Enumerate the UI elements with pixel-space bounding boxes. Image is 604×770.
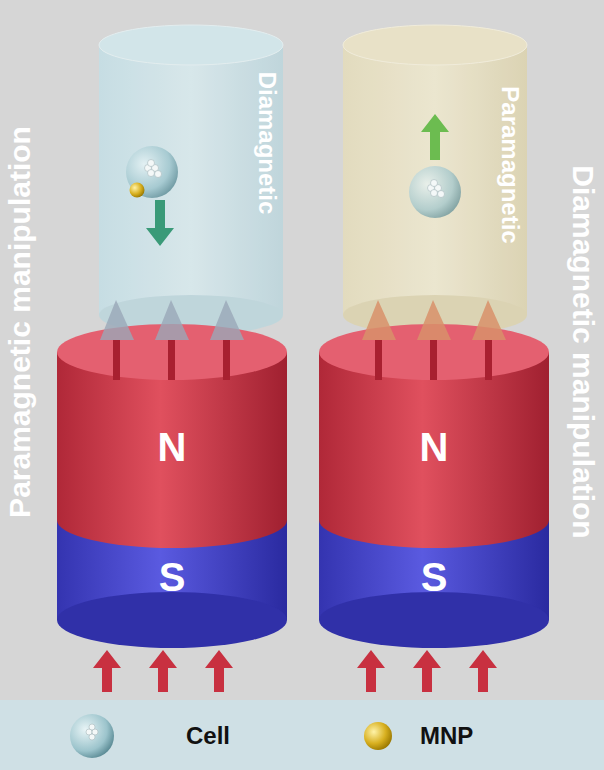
legend-text: MNP bbox=[420, 722, 473, 750]
medium-label: Diamagnetic bbox=[253, 72, 281, 215]
pole-label: N bbox=[420, 425, 449, 470]
magnet-pole: N bbox=[319, 372, 549, 522]
manipulation-label: Paramagnetic manipulation bbox=[3, 126, 37, 518]
legend-text: Cell bbox=[186, 722, 230, 750]
magnet-pole: S bbox=[57, 535, 287, 620]
container: Paramagnetic bbox=[343, 25, 527, 320]
pole-label: S bbox=[421, 555, 448, 600]
container: Diamagnetic bbox=[99, 25, 283, 320]
medium-label: Paramagnetic bbox=[496, 86, 524, 243]
magnet-pole: N bbox=[57, 372, 287, 522]
magnet-pole: S bbox=[319, 535, 549, 620]
manipulation-label: Diamagnetic manipulation bbox=[566, 165, 600, 538]
pole-label: S bbox=[159, 555, 186, 600]
pole-label: N bbox=[158, 425, 187, 470]
